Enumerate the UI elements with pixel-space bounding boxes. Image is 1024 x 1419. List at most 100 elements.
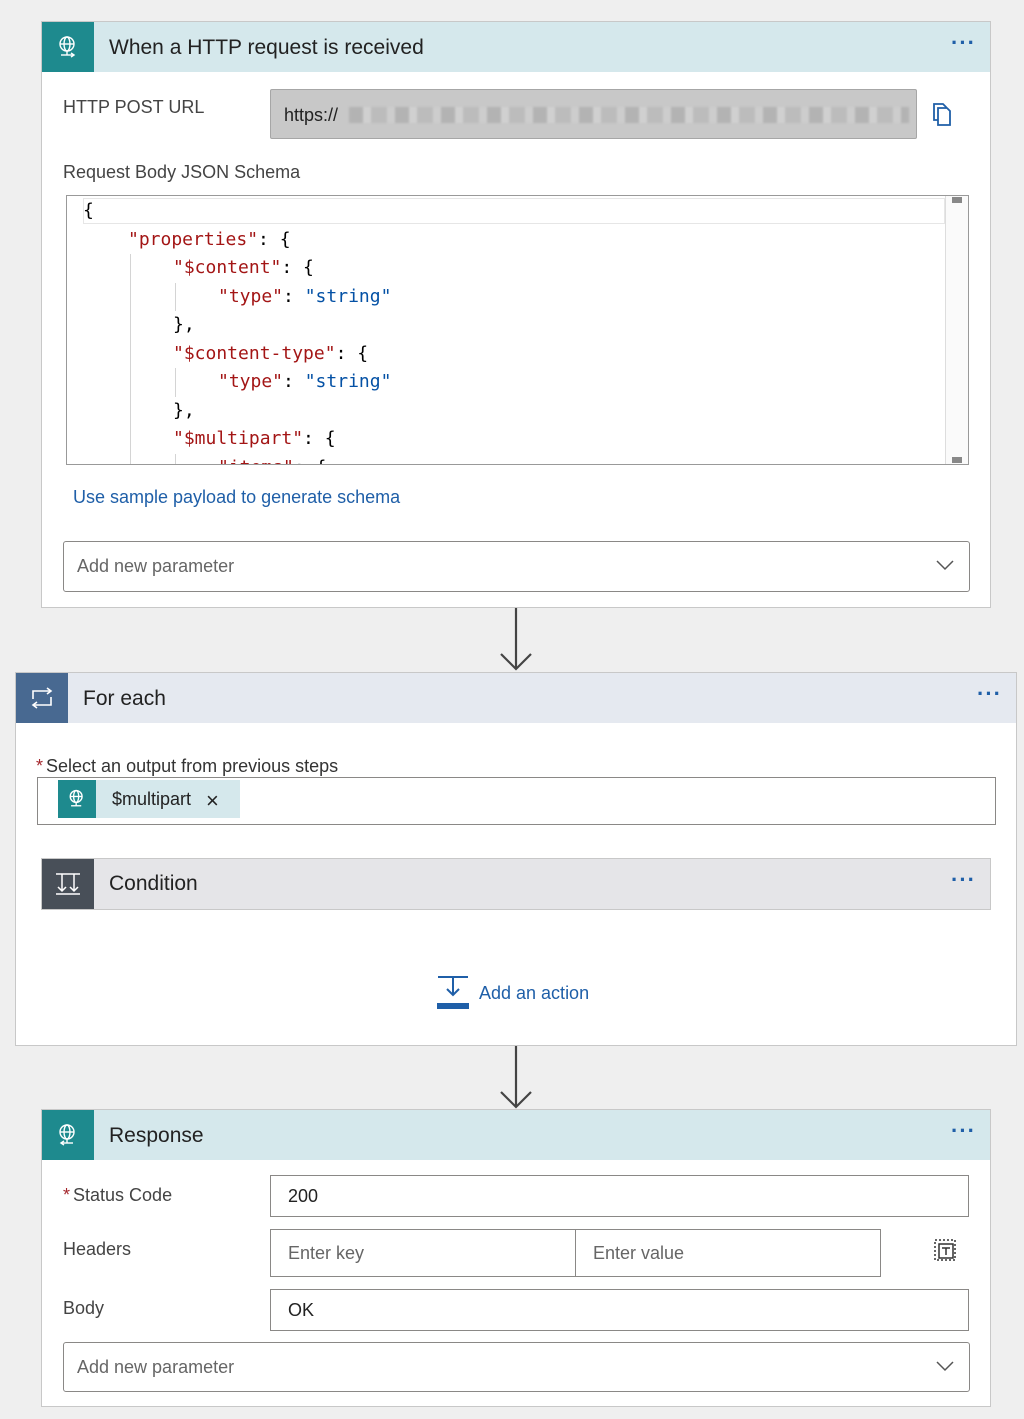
select-output-label: *Select an output from previous steps <box>36 756 338 777</box>
add-new-parameter-dropdown[interactable]: Add new parameter <box>63 1342 970 1392</box>
schema-token: "properties" <box>128 228 259 250</box>
response-title: Response <box>109 1124 204 1147</box>
chevron-down-icon <box>936 560 954 571</box>
schema-code-line: }, <box>173 397 195 426</box>
header-value-input[interactable]: Enter value <box>575 1229 881 1277</box>
schema-token: : { <box>258 228 291 250</box>
more-options-icon[interactable]: ··· <box>951 30 976 55</box>
indent-guide <box>175 368 176 397</box>
multipart-token[interactable]: $multipart × <box>58 780 240 818</box>
status-code-value: 200 <box>288 1185 319 1206</box>
status-code-label: *Status Code <box>63 1185 172 1206</box>
schema-token: "items" <box>218 457 294 465</box>
status-code-label-text: Status Code <box>73 1185 173 1205</box>
indent-guide <box>130 425 131 454</box>
flow-arrow-icon <box>500 1046 532 1109</box>
token-remove-icon[interactable]: × <box>206 788 219 813</box>
condition-title: Condition <box>109 872 198 895</box>
schema-token: { <box>83 200 94 221</box>
foreach-card: For each ··· *Select an output from prev… <box>15 672 1017 1046</box>
add-new-parameter-placeholder: Add new parameter <box>77 1356 235 1377</box>
token-globe-icon <box>58 780 96 818</box>
loop-icon <box>16 673 68 723</box>
schema-token: "$content" <box>173 257 282 278</box>
condition-icon <box>42 859 94 909</box>
schema-token: : { <box>294 457 327 465</box>
schema-code-line: "$content": { <box>173 254 314 283</box>
indent-guide <box>175 453 176 464</box>
copy-url-icon[interactable] <box>930 101 954 132</box>
header-key-input[interactable]: Enter key <box>270 1229 576 1277</box>
token-label: $multipart <box>112 789 192 809</box>
schema-code-line: "items": { <box>218 454 327 465</box>
schema-token: }, <box>173 314 195 335</box>
http-post-url-field[interactable]: https:// <box>270 89 917 139</box>
select-output-field[interactable]: $multipart × <box>37 777 996 825</box>
scrollbar-top-marker <box>952 197 962 203</box>
schema-token: "$content-type" <box>173 342 336 364</box>
indent-guide <box>130 254 131 283</box>
body-input[interactable]: OK <box>270 1289 969 1331</box>
schema-token: : <box>283 285 305 307</box>
schema-editor[interactable]: {"properties": {"$content": {"type": "st… <box>66 195 969 465</box>
scrollbar-bottom-marker <box>952 457 962 463</box>
schema-token: "type" <box>218 285 284 307</box>
trigger-card: When a HTTP request is received ··· HTTP… <box>41 21 991 608</box>
chevron-down-icon <box>936 1361 954 1372</box>
flow-arrow-icon <box>500 608 532 671</box>
header-key-placeholder: Enter key <box>288 1242 365 1263</box>
indent-guide <box>130 282 131 311</box>
body-label: Body <box>63 1298 105 1318</box>
schema-code-line: { <box>83 197 94 226</box>
add-an-action-label: Add an action <box>479 983 590 1003</box>
indent-guide <box>130 396 131 425</box>
response-globe-icon <box>42 1110 94 1160</box>
schema-code-line: }, <box>173 311 195 340</box>
switch-to-text-mode-icon[interactable] <box>933 1238 957 1267</box>
response-card: Response ··· *Status Code 200 Headers En… <box>41 1109 991 1407</box>
more-options-icon[interactable]: ··· <box>977 681 1002 706</box>
url-redacted-blur <box>349 107 909 123</box>
headers-label: Headers <box>63 1239 132 1259</box>
schema-token: "string" <box>304 371 392 392</box>
required-asterisk: * <box>36 756 44 776</box>
http-post-url-label: HTTP POST URL <box>63 97 205 117</box>
more-options-icon[interactable]: ··· <box>951 867 976 892</box>
editor-scrollbar[interactable] <box>945 196 968 464</box>
request-globe-icon <box>42 22 94 72</box>
current-line-highlight <box>83 198 945 224</box>
add-new-parameter-placeholder: Add new parameter <box>77 556 235 576</box>
request-body-schema-label: Request Body JSON Schema <box>63 162 301 182</box>
body-value: OK <box>288 1299 315 1320</box>
schema-token: : { <box>303 428 336 449</box>
schema-code-line: "$content-type": { <box>173 340 368 369</box>
http-post-url-value: https:// <box>284 105 339 125</box>
indent-guide <box>175 282 176 311</box>
schema-token: : { <box>335 342 369 364</box>
use-sample-payload-link[interactable]: Use sample payload to generate schema <box>73 487 401 507</box>
add-action-icon <box>437 976 469 1009</box>
foreach-title: For each <box>83 687 166 710</box>
trigger-title: When a HTTP request is received <box>109 36 424 59</box>
more-options-icon[interactable]: ··· <box>951 1118 976 1143</box>
trigger-header[interactable]: When a HTTP request is received ··· <box>42 22 990 72</box>
header-value-placeholder: Enter value <box>593 1242 685 1263</box>
response-header[interactable]: Response ··· <box>42 1110 990 1160</box>
schema-token: }, <box>173 399 195 421</box>
indent-guide <box>130 311 131 340</box>
required-asterisk: * <box>63 1185 71 1205</box>
status-code-input[interactable]: 200 <box>270 1175 969 1217</box>
schema-token: "string" <box>304 285 392 307</box>
schema-token: "$multipart" <box>173 428 304 449</box>
add-new-parameter-dropdown[interactable]: Add new parameter <box>63 541 970 592</box>
schema-code-line: "type": "string" <box>218 368 391 397</box>
indent-guide <box>130 453 131 464</box>
schema-code-line: "properties": { <box>128 226 291 255</box>
schema-code-line: "type": "string" <box>218 283 391 312</box>
condition-card[interactable]: Condition ··· <box>41 858 991 910</box>
select-output-label-text: Select an output from previous steps <box>46 756 339 776</box>
schema-token: "type" <box>218 371 284 392</box>
schema-token: : <box>283 371 305 392</box>
indent-guide <box>130 368 131 397</box>
foreach-header[interactable]: For each ··· <box>16 673 1016 723</box>
